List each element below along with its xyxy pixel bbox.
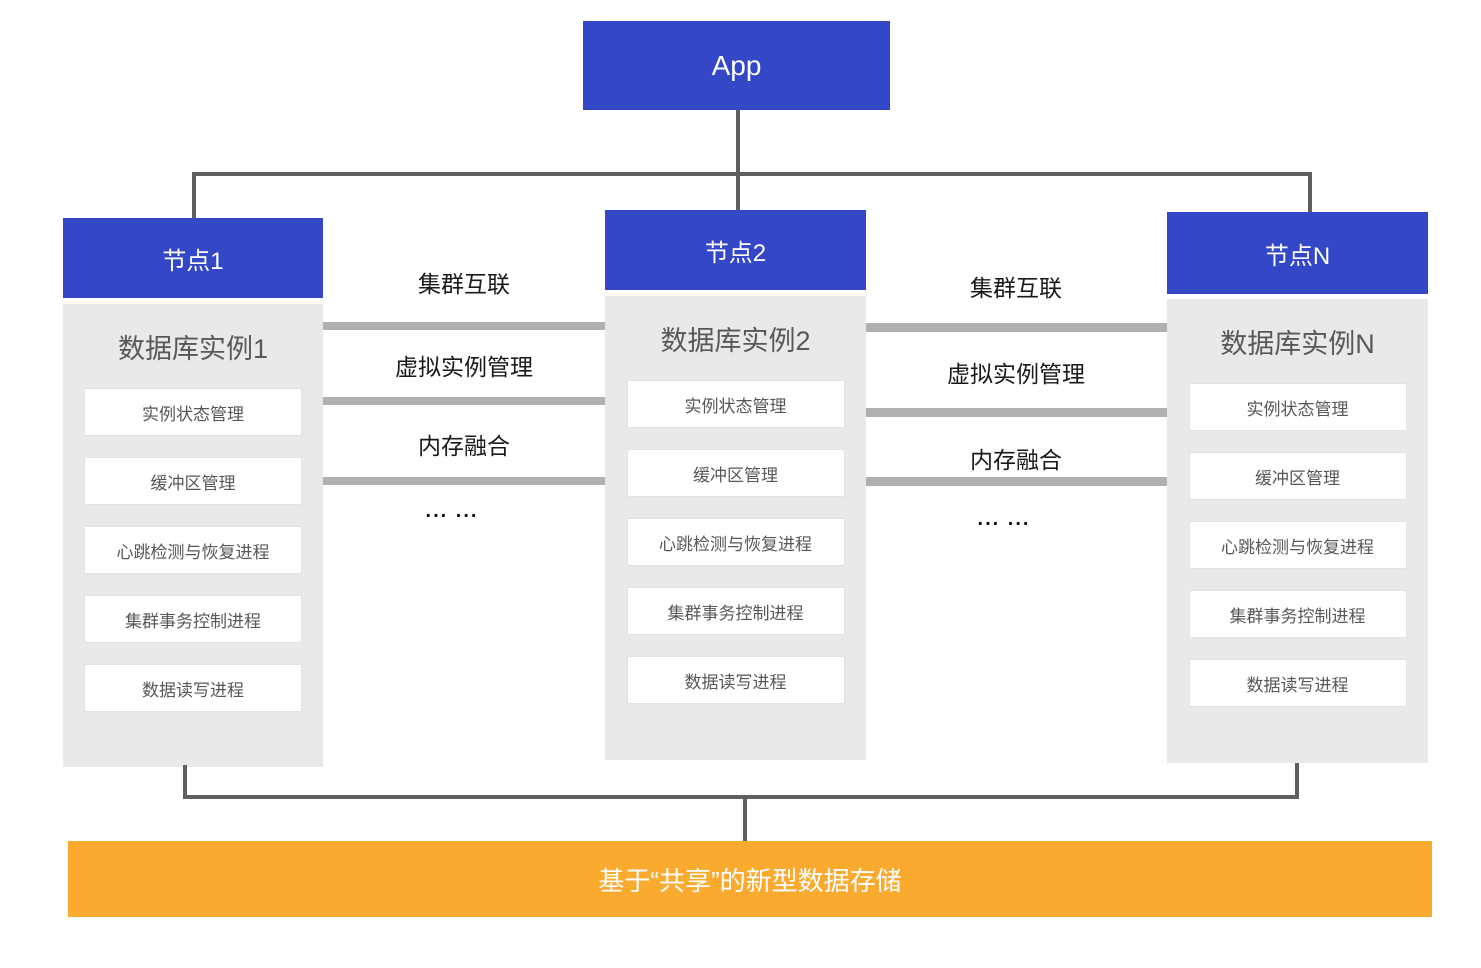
gapA-label-ellipsis: ... ... bbox=[425, 500, 479, 522]
nodeN-body: 数据库实例N 实例状态管理 缓冲区管理 心跳检测与恢复进程 集群事务控制进程 数… bbox=[1167, 299, 1428, 763]
gapA-label-virtual-instance-mgmt: 虚拟实例管理 bbox=[395, 354, 533, 380]
nodeN-title: 节点N bbox=[1264, 242, 1331, 270]
gapB-label-cluster-interconnect: 集群互联 bbox=[970, 275, 1062, 301]
node1-item-cluster-txn: 集群事务控制进程 bbox=[84, 595, 302, 643]
gapA-label-memory-fusion: 内存融合 bbox=[418, 433, 510, 459]
connector-storage-vertical bbox=[743, 797, 747, 841]
shared-storage-label: 基于“共享”的新型数据存储 bbox=[598, 865, 902, 896]
node1-item-data-rw: 数据读写进程 bbox=[84, 664, 302, 712]
node1-title: 节点1 bbox=[162, 247, 224, 275]
connector-top-horizontal bbox=[192, 172, 1312, 176]
node1-header: 节点1 bbox=[63, 218, 323, 298]
node1-items: 实例状态管理 缓冲区管理 心跳检测与恢复进程 集群事务控制进程 数据读写进程 bbox=[84, 388, 302, 712]
node1-item-heartbeat: 心跳检测与恢复进程 bbox=[84, 526, 302, 574]
node2-items: 实例状态管理 缓冲区管理 心跳检测与恢复进程 集群事务控制进程 数据读写进程 bbox=[626, 380, 845, 704]
node2-item-instance-state: 实例状态管理 bbox=[626, 380, 845, 428]
connector-node1-bottom-vertical bbox=[183, 765, 187, 797]
app-box: App bbox=[583, 21, 890, 110]
nodeN-items: 实例状态管理 缓冲区管理 心跳检测与恢复进程 集群事务控制进程 数据读写进程 bbox=[1188, 383, 1407, 707]
node2-item-cluster-txn: 集群事务控制进程 bbox=[626, 587, 845, 635]
connector-node1-vertical bbox=[192, 172, 196, 218]
node2-item-heartbeat: 心跳检测与恢复进程 bbox=[626, 518, 845, 566]
connector-app-vertical bbox=[736, 110, 740, 212]
shared-storage-bar: 基于“共享”的新型数据存储 bbox=[68, 841, 1432, 917]
gapA-bar-3 bbox=[323, 477, 605, 485]
nodeN-item-heartbeat: 心跳检测与恢复进程 bbox=[1188, 521, 1407, 569]
node1-body: 数据库实例1 实例状态管理 缓冲区管理 心跳检测与恢复进程 集群事务控制进程 数… bbox=[63, 304, 323, 767]
node1-instance-title: 数据库实例1 bbox=[117, 333, 269, 364]
gapB-label-virtual-instance-mgmt: 虚拟实例管理 bbox=[947, 361, 1085, 387]
nodeN-instance-title: 数据库实例N bbox=[1220, 328, 1375, 359]
app-label: App bbox=[711, 49, 762, 81]
node2-item-buffer: 缓冲区管理 bbox=[626, 449, 845, 497]
nodeN-item-instance-state: 实例状态管理 bbox=[1188, 383, 1407, 431]
gapB-bar-1 bbox=[866, 323, 1167, 332]
node2-body: 数据库实例2 实例状态管理 缓冲区管理 心跳检测与恢复进程 集群事务控制进程 数… bbox=[605, 296, 866, 760]
gapA-label-cluster-interconnect: 集群互联 bbox=[418, 271, 510, 297]
gapA-bar-2 bbox=[323, 397, 605, 405]
gapB-label-ellipsis: ... ... bbox=[977, 508, 1031, 530]
gapB-bar-2 bbox=[866, 408, 1167, 417]
nodeN-header: 节点N bbox=[1167, 212, 1428, 294]
node2-title: 节点2 bbox=[704, 239, 767, 267]
node2-header: 节点2 bbox=[605, 210, 866, 290]
node1-item-buffer: 缓冲区管理 bbox=[84, 457, 302, 505]
gapA-bar-1 bbox=[323, 322, 605, 330]
connector-nodeN-bottom-vertical bbox=[1295, 763, 1299, 797]
nodeN-item-data-rw: 数据读写进程 bbox=[1188, 659, 1407, 707]
gapB-bar-3 bbox=[866, 477, 1167, 486]
gapB-label-memory-fusion: 内存融合 bbox=[970, 447, 1062, 473]
connector-bottom-horizontal bbox=[183, 795, 1299, 799]
node1-item-instance-state: 实例状态管理 bbox=[84, 388, 302, 436]
connector-nodeN-vertical bbox=[1308, 172, 1312, 212]
node2-item-data-rw: 数据读写进程 bbox=[626, 656, 845, 704]
node2-instance-title: 数据库实例2 bbox=[660, 325, 811, 356]
nodeN-item-buffer: 缓冲区管理 bbox=[1188, 452, 1407, 500]
nodeN-item-cluster-txn: 集群事务控制进程 bbox=[1188, 590, 1407, 638]
